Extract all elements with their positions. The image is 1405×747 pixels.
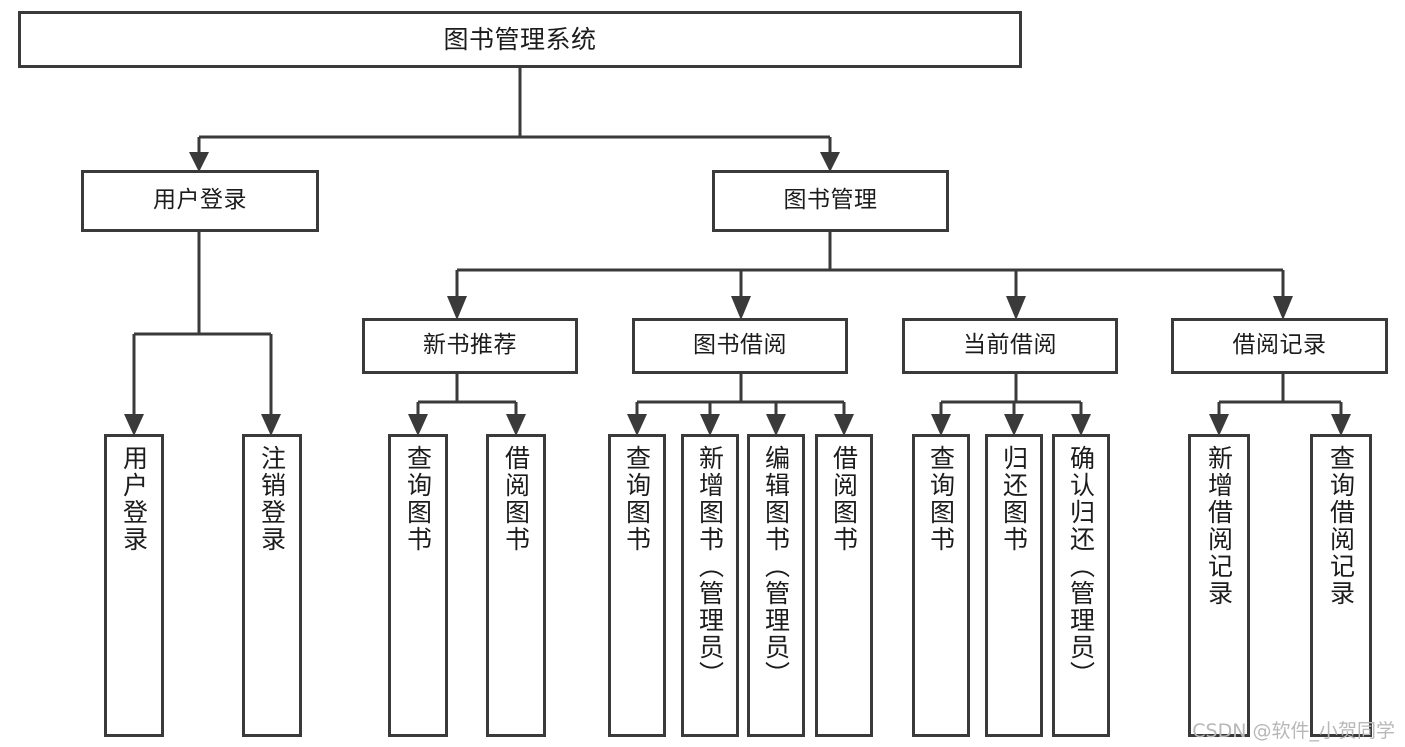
arrow-user-login: [189, 152, 209, 172]
arrow-add-book: [700, 414, 720, 436]
node-leaf-edit-book-label: 编辑图书（管理员）: [761, 445, 791, 688]
arrow-borrow-book-1: [506, 414, 526, 436]
node-leaf-add-book-label: 新增图书（管理员）: [695, 445, 725, 688]
node-leaf-query-book-1-label: 查询图书: [403, 445, 433, 553]
arrow-add-record: [1209, 414, 1229, 436]
arrow-borrow-record: [1273, 296, 1293, 320]
node-user-login[interactable]: 用户登录: [81, 170, 319, 232]
node-leaf-borrow-book-2[interactable]: 借阅图书: [815, 434, 873, 737]
node-leaf-query-book-2[interactable]: 查询图书: [608, 434, 666, 737]
node-leaf-borrow-book-1[interactable]: 借阅图书: [486, 434, 546, 737]
arrow-book-borrow: [731, 296, 751, 320]
node-book-borrow[interactable]: 图书借阅: [632, 318, 848, 374]
node-leaf-query-record[interactable]: 查询借阅记录: [1310, 434, 1372, 737]
node-leaf-return-book-label: 归还图书: [999, 445, 1029, 553]
arrow-edit-book: [766, 414, 786, 436]
node-root[interactable]: 图书管理系统: [18, 11, 1022, 68]
node-leaf-user-login-label: 用户登录: [119, 445, 149, 553]
arrow-query-book-2: [627, 414, 647, 436]
node-leaf-user-login[interactable]: 用户登录: [104, 434, 164, 737]
node-leaf-add-record[interactable]: 新增借阅记录: [1188, 434, 1250, 737]
node-leaf-query-record-label: 查询借阅记录: [1326, 445, 1356, 607]
node-leaf-confirm-return[interactable]: 确认归还（管理员）: [1052, 434, 1110, 737]
arrow-book-manage: [820, 152, 840, 172]
arrow-leaf-user-logout: [261, 414, 281, 436]
node-current-borrow-label: 当前借阅: [963, 332, 1057, 359]
node-new-book-recommend[interactable]: 新书推荐: [362, 318, 578, 374]
node-new-book-recommend-label: 新书推荐: [423, 332, 517, 359]
node-leaf-query-book-2-label: 查询图书: [622, 445, 652, 553]
node-leaf-add-record-label: 新增借阅记录: [1204, 445, 1234, 607]
arrow-confirm-return: [1071, 414, 1091, 436]
node-borrow-record-label: 借阅记录: [1232, 332, 1327, 359]
arrow-leaf-user-login: [124, 414, 144, 436]
node-user-login-label: 用户登录: [153, 187, 247, 214]
node-leaf-add-book[interactable]: 新增图书（管理员）: [681, 434, 739, 737]
node-leaf-borrow-book-1-label: 借阅图书: [501, 445, 531, 553]
node-current-borrow[interactable]: 当前借阅: [902, 318, 1118, 374]
node-book-borrow-label: 图书借阅: [693, 332, 787, 359]
node-leaf-user-logout[interactable]: 注销登录: [242, 434, 302, 737]
node-leaf-edit-book[interactable]: 编辑图书（管理员）: [747, 434, 805, 737]
node-book-manage-label: 图书管理: [783, 187, 878, 214]
arrow-query-book-3: [931, 414, 951, 436]
node-leaf-return-book[interactable]: 归还图书: [985, 434, 1043, 737]
node-book-manage[interactable]: 图书管理: [712, 170, 949, 232]
node-leaf-confirm-return-label: 确认归还（管理员）: [1066, 445, 1096, 688]
node-leaf-query-book-3-label: 查询图书: [926, 445, 956, 553]
arrow-query-record: [1331, 414, 1351, 436]
node-leaf-query-book-1[interactable]: 查询图书: [388, 434, 448, 737]
node-borrow-record[interactable]: 借阅记录: [1171, 318, 1388, 374]
node-root-label: 图书管理系统: [443, 24, 597, 54]
node-leaf-query-book-3[interactable]: 查询图书: [912, 434, 970, 737]
node-leaf-user-logout-label: 注销登录: [257, 445, 287, 553]
node-leaf-borrow-book-2-label: 借阅图书: [829, 445, 859, 553]
arrow-return-book: [1004, 414, 1024, 436]
arrow-borrow-book-2: [834, 414, 854, 436]
arrow-new-book: [447, 296, 467, 320]
arrow-current-borrow: [1006, 296, 1026, 320]
csdn-watermark: CSDN @软件_小贺同学: [1192, 720, 1395, 742]
arrow-query-book-1: [408, 414, 428, 436]
